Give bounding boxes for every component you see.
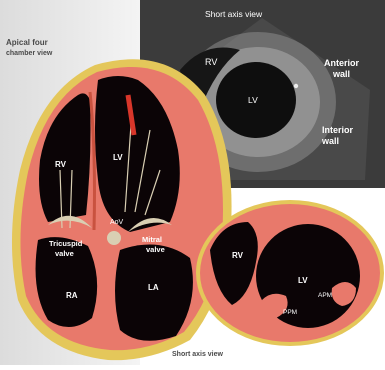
ppm-label: PPM xyxy=(283,309,297,316)
echo-lv-label: LV xyxy=(248,95,258,105)
ra-label: RA xyxy=(66,291,78,300)
la-cavity xyxy=(115,245,193,341)
echo-title: Short axis view xyxy=(205,9,263,19)
echo-anterior-label: Anterior xyxy=(324,58,360,68)
apm-label: APM xyxy=(318,292,332,299)
tricuspid-label: Tricuspid xyxy=(49,239,83,248)
mitral-label-line2: valve xyxy=(146,245,165,254)
tricuspid-label-line2: valve xyxy=(55,249,74,258)
aortic-valve xyxy=(107,231,121,245)
echo-marker xyxy=(294,84,298,88)
apical-heading: Apical four xyxy=(6,38,48,47)
apical-rv-label: RV xyxy=(55,160,67,169)
apical-lv-label: LV xyxy=(113,153,123,162)
mitral-label: Mitral xyxy=(142,235,162,244)
short-axis-caption: Short axis view xyxy=(172,351,224,358)
echo-inferior-label: Interior xyxy=(322,125,354,135)
echo-rv-label: RV xyxy=(205,57,217,67)
short-axis-lv-label: LV xyxy=(298,276,308,285)
echo-anterior-label-line2: wall xyxy=(332,69,350,79)
apical-heading-line2: chamber view xyxy=(6,50,53,57)
aov-label: AoV xyxy=(110,219,124,226)
la-label: LA xyxy=(148,283,159,292)
echo-inferior-label-line2: wall xyxy=(321,136,339,146)
short-axis-rv-label: RV xyxy=(232,251,244,260)
